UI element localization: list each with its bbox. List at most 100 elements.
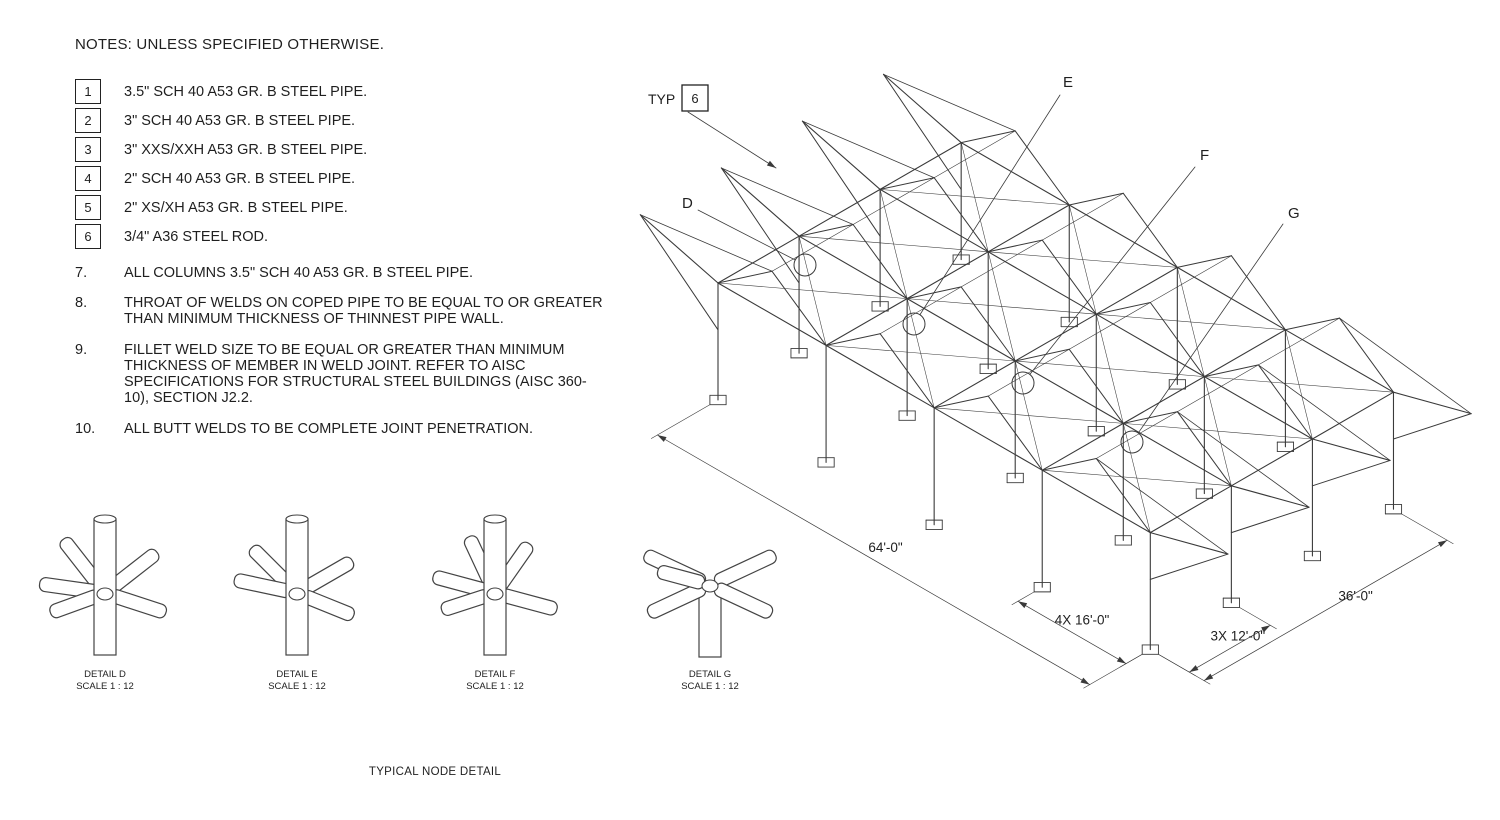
note-number: 7.	[75, 265, 88, 281]
structure-member	[852, 177, 935, 225]
pipe-member	[483, 518, 507, 656]
structure-member	[879, 189, 908, 299]
structure-member	[1095, 302, 1151, 315]
structure-member	[1285, 329, 1313, 440]
detail-caption: DETAIL D SCALE 1 : 12	[30, 669, 180, 694]
structure-member	[1011, 591, 1034, 606]
structure-member	[1203, 376, 1313, 440]
structure-member	[1158, 654, 1211, 685]
structure-member	[1068, 348, 1124, 424]
detail-figure-g: DETAIL G SCALE 1 : 12	[630, 505, 790, 694]
structure-member	[987, 204, 1070, 253]
structure-member	[1149, 485, 1232, 534]
note-number-box: 6	[75, 224, 101, 249]
structure-member	[651, 404, 710, 439]
structure-member	[1339, 317, 1472, 415]
structure-member	[1257, 364, 1313, 440]
pipe-member	[93, 518, 117, 656]
arrowhead	[1189, 665, 1199, 673]
note-text: FILLET WELD SIZE TO BE EQUAL OR GREATER …	[124, 341, 587, 407]
structure-member	[717, 282, 827, 346]
detail-figure-d: DETAIL D SCALE 1 : 12	[30, 505, 180, 694]
node-callout-circle	[1011, 371, 1035, 395]
structure-member	[1392, 413, 1472, 440]
structure-member	[717, 270, 773, 284]
structure-member	[1014, 360, 1043, 471]
structure-member	[1137, 223, 1284, 434]
structure-member	[987, 251, 1097, 315]
structure-member	[1068, 204, 1097, 315]
node-callout-circle	[1120, 430, 1144, 454]
detail-name: DETAIL F	[474, 669, 516, 680]
structure-member	[1041, 193, 1124, 241]
structure-member	[1041, 458, 1097, 471]
structure-member	[933, 407, 1043, 471]
arrowhead	[1116, 656, 1127, 664]
note-row-1: 1 3.5" SCH 40 A53 GR. B STEEL PIPE.	[75, 77, 615, 106]
structure-member	[879, 142, 962, 190]
notes-block: NOTES: UNLESS SPECIFIED OTHERWISE. 1 3.5…	[75, 36, 615, 437]
structure-member	[1095, 266, 1178, 315]
note-row-8: 8. THROAT OF WELDS ON COPED PIPE TO BE E…	[75, 295, 615, 327]
note-row-10: 10. ALL BUTT WELDS TO BE COMPLETE JOINT …	[75, 421, 615, 437]
structure-member	[697, 209, 796, 261]
structure-member	[1177, 267, 1205, 377]
structure-member	[1122, 411, 1178, 424]
structure-member	[960, 286, 1016, 362]
structure-member	[1014, 348, 1070, 362]
structure-member	[933, 360, 1016, 409]
arrowhead	[1261, 625, 1271, 633]
structure-member	[879, 286, 962, 335]
structure-member	[987, 395, 1043, 471]
dim-length: 64'-0"	[868, 540, 903, 555]
structure-member	[720, 167, 800, 284]
structure-member	[1230, 485, 1310, 508]
structure-member	[720, 167, 800, 237]
structure-member	[933, 130, 1016, 178]
node-callout-circle	[793, 253, 817, 277]
structure-member	[1257, 364, 1391, 461]
note-text: 3.5" SCH 40 A53 GR. B STEEL PIPE.	[124, 83, 368, 100]
structure-member	[1284, 317, 1340, 331]
structure-member	[1230, 438, 1313, 487]
node-label-f: F	[1200, 147, 1209, 164]
node-detail-drawing-f	[432, 514, 558, 656]
structure-member	[1401, 513, 1454, 545]
structure-member	[906, 251, 989, 300]
note-row-4: 4 2" SCH 40 A53 GR. B STEEL PIPE.	[75, 164, 615, 193]
pipe-end-ellipse	[285, 514, 309, 524]
arrowhead	[766, 160, 776, 168]
detail-figure-f: DETAIL F SCALE 1 : 12	[420, 505, 570, 694]
structure-member	[1239, 607, 1277, 630]
structure-member	[1068, 302, 1151, 350]
structure-member	[960, 130, 1016, 144]
detail-figure-e: DETAIL E SCALE 1 : 12	[222, 505, 372, 694]
detail-scale: SCALE 1 : 12	[76, 681, 134, 693]
structure-member	[1041, 469, 1151, 534]
detail-caption: DETAIL G SCALE 1 : 12	[630, 669, 790, 694]
structure-member	[825, 298, 908, 346]
note-text: 3" SCH 40 A53 GR. B STEEL PIPE.	[124, 112, 356, 129]
arrowhead	[1437, 540, 1448, 548]
structure-member	[798, 235, 908, 300]
detail-caption: DETAIL F SCALE 1 : 12	[420, 669, 570, 694]
structure-member	[879, 333, 935, 409]
structure-member	[933, 177, 989, 253]
structure-member	[1095, 313, 1205, 378]
structure-member	[1014, 313, 1097, 362]
dim-bays-length: 4X 16'-0"	[1055, 612, 1110, 627]
structure-member	[960, 239, 1043, 288]
structure-member	[906, 298, 1016, 362]
note-text: 2" SCH 40 A53 GR. B STEEL PIPE.	[124, 170, 356, 187]
structure-member	[1203, 364, 1259, 378]
structure-member	[1204, 376, 1232, 487]
structure-member	[1123, 423, 1151, 533]
structure-member	[987, 348, 1070, 397]
structure-member	[1014, 130, 1070, 206]
detail-scale: SCALE 1 : 12	[466, 681, 524, 693]
pipe-end-ellipse	[483, 514, 507, 524]
node-detail-drawing-e	[233, 514, 355, 656]
note-text: ALL COLUMNS 3.5" SCH 40 A53 GR. B STEEL …	[124, 265, 473, 281]
note-text: 2" XS/XH A53 GR. B STEEL PIPE.	[124, 199, 348, 216]
